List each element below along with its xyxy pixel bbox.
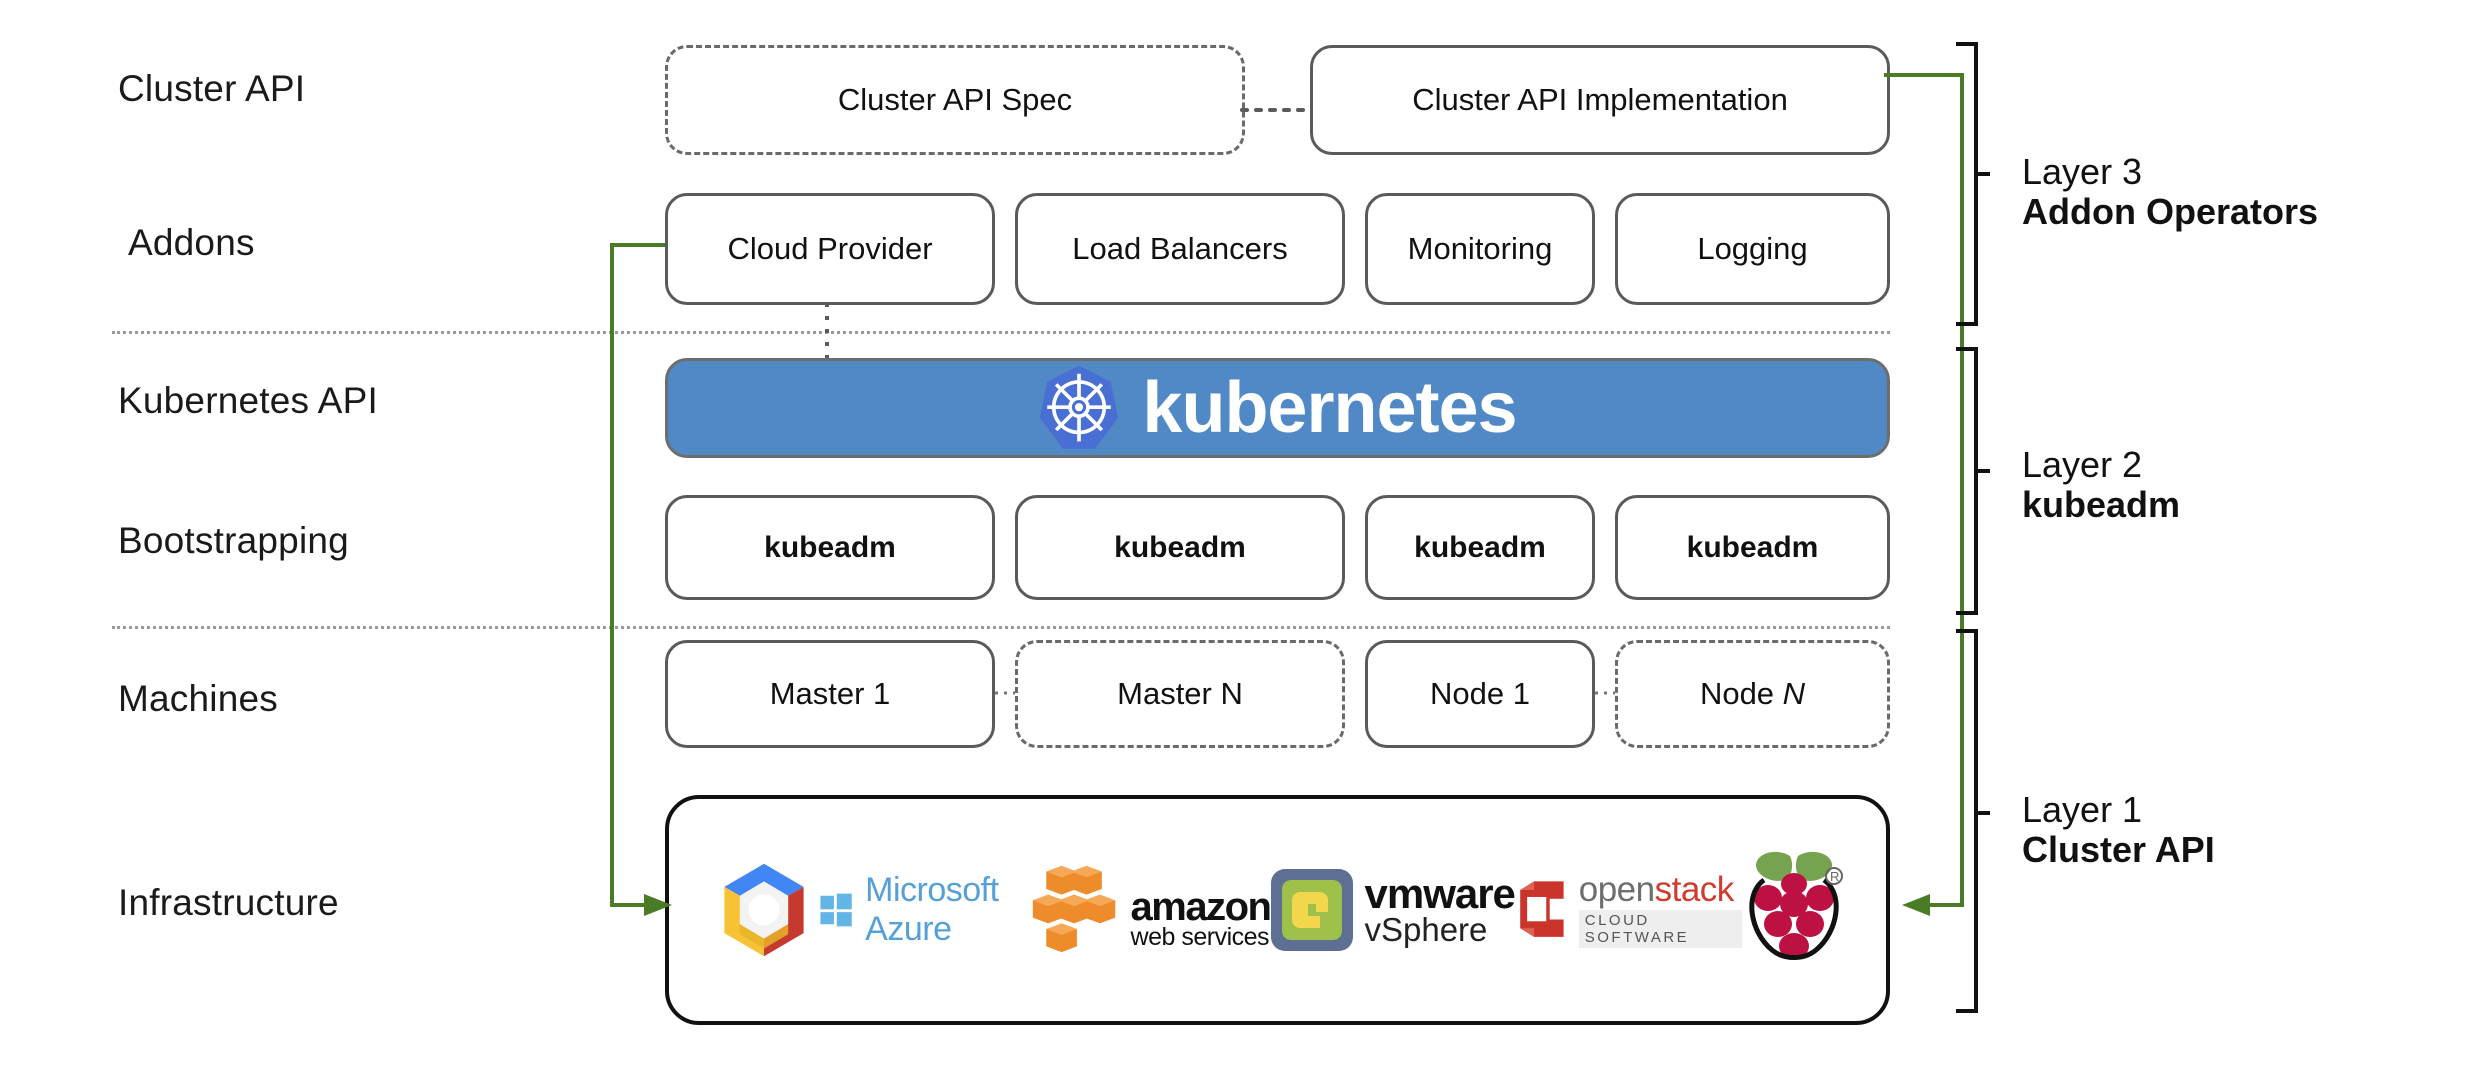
box-label: Cloud Provider (727, 231, 933, 266)
raspberry-pi-logo: R (1742, 850, 1846, 970)
aws-webservices-wordmark: web services (1130, 923, 1270, 951)
box-cluster-api-implementation[interactable]: Cluster API Implementation (1310, 45, 1890, 155)
layer-number: Layer 1 (2022, 789, 2143, 830)
box-logging[interactable]: Logging (1615, 193, 1890, 305)
box-master-1[interactable]: Master 1 (665, 640, 995, 748)
box-kubeadm-3[interactable]: kubeadm (1365, 495, 1595, 600)
box-label: Load Balancers (1072, 231, 1288, 266)
brace-layer-1 (1956, 629, 1990, 1013)
green-arrow-cloudprovider-to-infrastructure (610, 243, 672, 916)
kubernetes-banner: kubernetes (665, 358, 1890, 458)
row-label-cluster-api: Cluster API (118, 68, 306, 109)
box-master-n[interactable]: Master N (1015, 640, 1345, 748)
openstack-stack-wordmark: stack (1654, 870, 1735, 909)
row-label-kubernetes-api: Kubernetes API (118, 380, 378, 421)
box-label: Cluster API Spec (837, 82, 1073, 117)
box-kubeadm-1[interactable]: kubeadm (665, 495, 995, 600)
azure-wordmark: Microsoft Azure (865, 871, 999, 948)
layer-number: Layer 2 (2022, 444, 2143, 485)
box-label: Cluster API Implementation (1412, 82, 1788, 117)
amazon-web-services-logo: amazon web services (1027, 864, 1272, 956)
vsphere-wordmark: vSphere (1364, 911, 1488, 949)
row-label-addons: Addons (128, 222, 255, 263)
box-label: Logging (1697, 231, 1808, 266)
openstack-open-wordmark: open (1578, 870, 1655, 909)
layer-name: Cluster API (2022, 829, 2215, 871)
divider-layer3-layer2 (112, 331, 1890, 334)
layer-label-2: Layer 2 kubeadm (2022, 444, 2181, 526)
openstack-tagline: CLOUD SOFTWARE (1578, 910, 1742, 948)
connector-node1-to-noden (1595, 691, 1617, 695)
green-arrow-implementation-to-infrastructure (1884, 73, 1964, 916)
box-label: Master 1 (769, 676, 891, 711)
box-kubeadm-4[interactable]: kubeadm (1615, 495, 1890, 600)
box-label: kubeadm (1114, 530, 1246, 564)
openstack-logo: open stack CLOUD SOFTWARE (1515, 872, 1742, 948)
row-label-bootstrapping: Bootstrapping (118, 520, 349, 561)
box-monitoring[interactable]: Monitoring (1365, 193, 1595, 305)
box-load-balancers[interactable]: Load Balancers (1015, 193, 1345, 305)
box-cluster-api-spec[interactable]: Cluster API Spec (665, 45, 1245, 155)
kubernetes-helm-wheel-icon (1040, 365, 1119, 449)
divider-layer2-layer1 (112, 626, 1890, 629)
connector-cloud-provider-to-kubernetes (825, 303, 829, 361)
vmware-vsphere-logo: vmware vSphere (1270, 868, 1516, 952)
box-label: kubeadm (1414, 530, 1546, 564)
layer-label-3: Layer 3 Addon Operators (2022, 151, 2319, 233)
box-label: Monitoring (1407, 231, 1553, 266)
box-node-n[interactable]: Node N (1615, 640, 1890, 748)
layer-number: Layer 3 (2022, 151, 2143, 192)
brace-layer-2 (1956, 347, 1990, 615)
box-label: kubeadm (1686, 530, 1819, 564)
google-cloud-platform-logo (709, 855, 819, 965)
vmware-wordmark: vmware (1364, 869, 1515, 917)
box-label: kubeadm (764, 530, 896, 564)
layer-label-1: Layer 1 Cluster API (2022, 789, 2215, 871)
microsoft-azure-logo: Microsoft Azure (819, 871, 1027, 949)
kubernetes-wordmark: kubernetes (1142, 368, 1517, 448)
row-label-infrastructure: Infrastructure (118, 882, 339, 923)
layer-name: Addon Operators (2022, 191, 2319, 233)
layer-name: kubeadm (2022, 484, 2181, 526)
connector-master1-to-mastern (995, 691, 1017, 695)
box-kubeadm-2[interactable]: kubeadm (1015, 495, 1345, 600)
box-label: Master N (1117, 676, 1243, 711)
box-label: Node 1 (1430, 676, 1530, 711)
box-label: Node N (1699, 676, 1806, 711)
brace-layer-3 (1956, 42, 1990, 326)
box-node-1[interactable]: Node 1 (1365, 640, 1595, 748)
box-cloud-provider[interactable]: Cloud Provider (665, 193, 995, 305)
aws-amazon-wordmark: amazon (1130, 885, 1272, 929)
row-label-machines: Machines (118, 678, 278, 719)
svg-text:R: R (1830, 869, 1839, 884)
box-infrastructure[interactable]: Microsoft Azure (665, 795, 1890, 1025)
